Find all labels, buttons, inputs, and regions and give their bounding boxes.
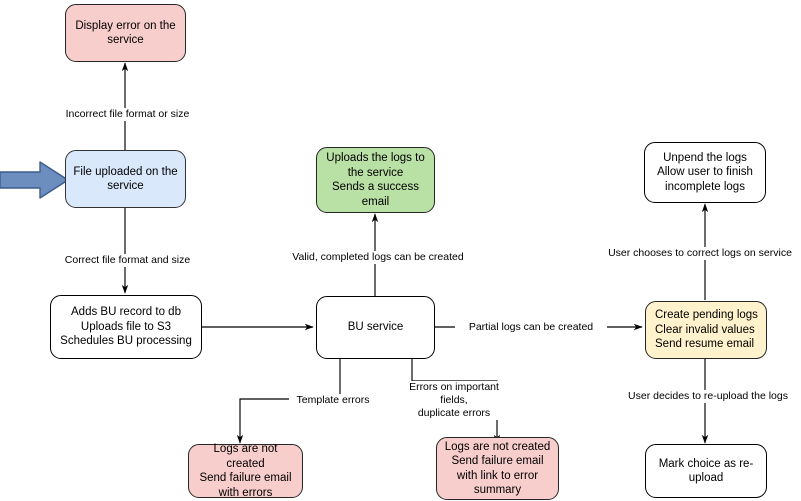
edge-label-important-errors: Errors on important fields, duplicate er… [392, 381, 516, 420]
node-unpend-logs[interactable]: Unpend the logs Allow user to finish inc… [644, 142, 766, 203]
node-logs-not-created-summary[interactable]: Logs are not created Send failure email … [436, 437, 559, 500]
edge-label-user-reuploads: User decides to re-upload the logs [614, 390, 801, 403]
node-uploads-logs[interactable]: Uploads the logs to the service Sends a … [316, 147, 435, 213]
edge-label-user-corrects: User chooses to correct logs on service [596, 247, 801, 260]
edge-label-incorrect-format: Incorrect file format or size [57, 108, 198, 121]
node-create-pending-logs[interactable]: Create pending logs Clear invalid values… [645, 301, 767, 359]
node-mark-choice[interactable]: Mark choice as re- upload [645, 444, 767, 498]
edge-label-correct-format: Correct file format and size [58, 254, 197, 267]
node-bu-service[interactable]: BU service [316, 296, 435, 359]
edge-label-template-errors: Template errors [289, 394, 377, 407]
node-file-uploaded[interactable]: File uploaded on the service [65, 150, 186, 208]
node-display-error[interactable]: Display error on the service [65, 4, 186, 62]
edge-label-valid-logs: Valid, completed logs can be created [281, 251, 475, 264]
entry-arrow-icon [0, 161, 69, 199]
node-logs-not-created-template[interactable]: Logs are not created Send failure email … [188, 443, 303, 499]
edge-label-partial-logs: Partial logs can be created [455, 321, 607, 334]
node-adds-bu-record[interactable]: Adds BU record to db Uploads file to S3 … [50, 295, 202, 359]
